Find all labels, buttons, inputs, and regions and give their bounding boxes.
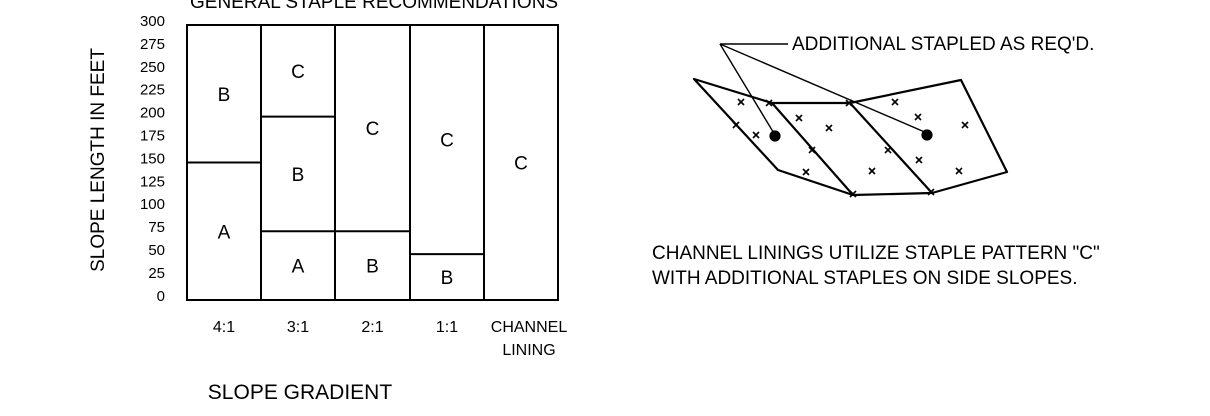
staple-mark [868, 167, 876, 175]
zone-letters: A B A B C B C B C C [218, 62, 528, 289]
x-axis-label: SLOPE GRADIENT [208, 381, 393, 404]
y-tick-label: 200 [140, 105, 165, 122]
y-tick-label: 225 [140, 82, 165, 99]
zone-letter: B [441, 268, 454, 289]
staple-mark [927, 188, 935, 196]
leader-line-2 [719, 43, 928, 134]
y-tick-label: 150 [140, 150, 165, 167]
column-label: 3:1 [287, 319, 309, 336]
staple-mark [914, 113, 922, 121]
zone-letter: A [218, 222, 231, 243]
note-line-2: WITH ADDITIONAL STAPLES ON SIDE SLOPES. [652, 268, 1078, 289]
column-box [409, 24, 485, 301]
column-box [483, 24, 559, 301]
zone-letter: C [514, 154, 528, 175]
channel-lining-diagram [692, 43, 1009, 197]
staple-mark [737, 98, 745, 106]
additional-staple-2 [921, 129, 933, 141]
staple-mark [752, 131, 760, 139]
y-tick-label: 275 [140, 36, 165, 53]
y-tick-label: 50 [148, 242, 165, 259]
callout-text: ADDITIONAL STAPLED AS REQ'D. [792, 34, 1094, 55]
zone-letter: B [366, 257, 379, 278]
leader-line-1 [719, 43, 776, 136]
y-tick-label: 0 [157, 288, 165, 305]
staple-mark [849, 190, 857, 198]
note-line-1: CHANNEL LININGS UTILIZE STAPLE PATTERN "… [652, 243, 1100, 264]
y-tick-label: 25 [148, 265, 165, 282]
zone-letter: B [218, 85, 231, 106]
column-label: 4:1 [213, 319, 235, 336]
column-label-line-1: CHANNEL [491, 319, 568, 336]
y-tick-label: 300 [140, 13, 165, 30]
staple-mark [915, 156, 923, 164]
staple-mark [765, 99, 773, 107]
staple-mark [955, 167, 963, 175]
staple-mark [961, 121, 969, 129]
y-tick-label: 100 [140, 196, 165, 213]
additional-staple-1 [769, 130, 781, 142]
staple-mark [802, 168, 810, 176]
zone-letter: A [292, 257, 305, 278]
y-axis-label: SLOPE LENGTH IN FEET [88, 48, 109, 272]
zone-letter: C [291, 62, 305, 83]
y-tick-label: 125 [140, 173, 165, 190]
staple-mark [808, 146, 816, 154]
zone-letter: C [440, 131, 454, 152]
y-tick-label: 175 [140, 128, 165, 145]
staple-marks [732, 98, 969, 198]
staple-mark [891, 98, 899, 106]
staple-mark [795, 114, 803, 122]
staple-mark [884, 146, 892, 154]
zone-letter: C [366, 119, 380, 140]
lining-outline [692, 77, 1009, 197]
column-label: 2:1 [361, 319, 383, 336]
staple-mark [825, 124, 833, 132]
staple-mark [845, 99, 853, 107]
figure-title: GENERAL STAPLE RECOMMENDATIONS [190, 0, 558, 13]
zone-letter: B [292, 165, 305, 186]
column-label-line-2: LINING [502, 342, 555, 359]
column-label: 1:1 [436, 319, 458, 336]
y-tick-label: 75 [148, 219, 165, 236]
staple-mark [732, 121, 740, 129]
column-labels: 4:1 3:1 2:1 1:1 CHANNEL LINING [213, 319, 567, 359]
y-tick-label: 250 [140, 59, 165, 76]
staple-chart [186, 24, 559, 301]
